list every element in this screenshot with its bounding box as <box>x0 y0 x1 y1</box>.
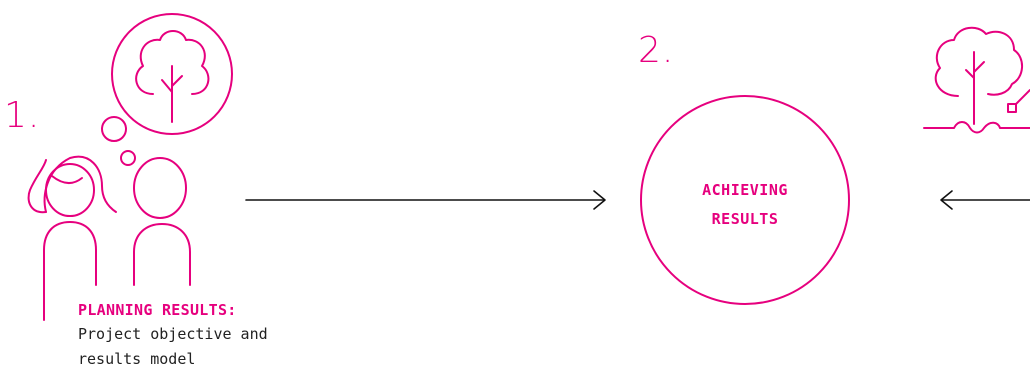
planning-results-block: PLANNING RESULTS: Project objective and … <box>78 298 338 372</box>
planning-desc-line-1: Project objective and <box>78 325 268 343</box>
achieving-results-circle <box>640 95 850 305</box>
achieving-results-line-2: RESULTS <box>711 210 779 228</box>
planning-results-description: Project objective and results model <box>78 322 338 372</box>
step-2-number: 2. <box>638 30 675 71</box>
thought-bubble-tree-icon <box>101 13 233 166</box>
people-icon <box>27 155 191 321</box>
arrow-right <box>245 190 606 210</box>
achieving-results-label: ACHIEVING RESULTS <box>660 176 830 234</box>
planning-desc-line-2: results model <box>78 350 196 368</box>
achieving-results-line-1: ACHIEVING <box>702 181 788 199</box>
planning-results-heading: PLANNING RESULTS: <box>78 301 237 319</box>
arrow-left <box>940 190 1030 210</box>
tree-planting-icon <box>923 26 1030 134</box>
step-1-number: 1. <box>4 95 41 136</box>
